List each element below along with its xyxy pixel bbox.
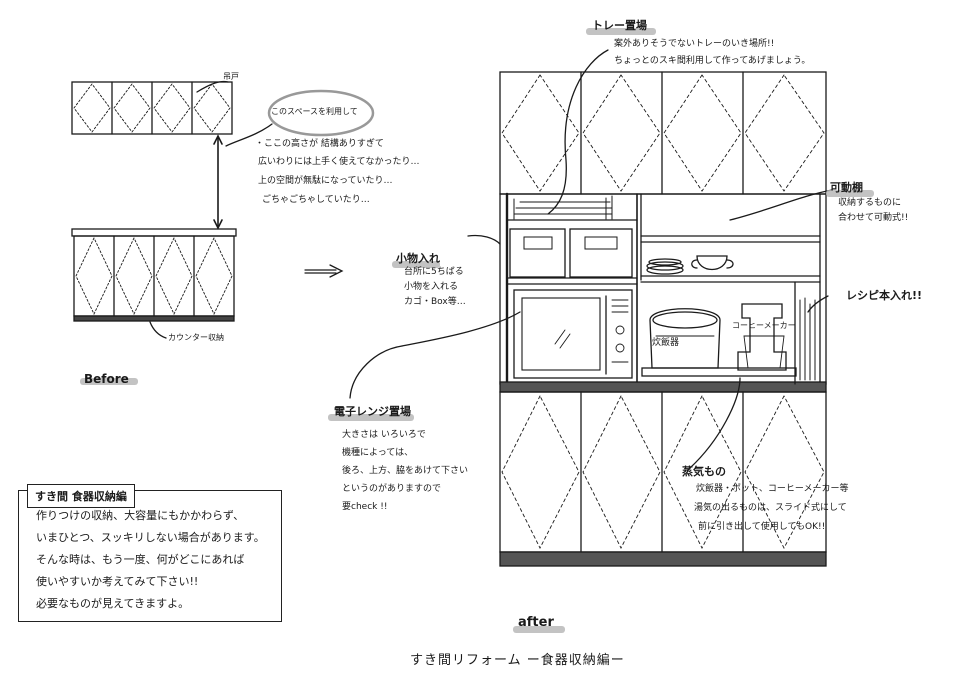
shelf-line-2: 合わせて可動式!! bbox=[838, 213, 909, 223]
smalls-line-3: カゴ・Box等… bbox=[404, 297, 466, 307]
before-label: Before bbox=[84, 372, 129, 386]
steam-title: 蒸気もの bbox=[682, 465, 726, 478]
after-cabinet bbox=[499, 71, 827, 567]
smalls-line-2: 小物を入れる bbox=[404, 282, 459, 292]
before-bubble: このスペースを利用して bbox=[271, 107, 358, 116]
smalls-line-1: 台所に5ちばる bbox=[404, 267, 464, 277]
memo-line-3: そんな時は、もう一度、何がどこにあれば bbox=[36, 553, 245, 566]
memo-line-2: いまひとつ、スッキリしない場合があります。 bbox=[36, 531, 265, 544]
microwave-line-4: というのがありますので bbox=[342, 484, 442, 494]
memo-box bbox=[18, 490, 282, 622]
memo-title: すき間 食器収納編 bbox=[27, 484, 135, 508]
before-upper-cabinet bbox=[71, 81, 233, 135]
tray-title: トレー置場 bbox=[592, 19, 647, 32]
memo-line-5: 必要なものが見えてきますよ。 bbox=[36, 597, 190, 610]
steam-line-3: 前に引き出して使用してもOK!! bbox=[698, 522, 826, 532]
microwave-line-5: 要check !! bbox=[342, 502, 388, 512]
before-upper-tag: 吊戸 bbox=[223, 72, 239, 81]
microwave-line-2: 機種によっては、 bbox=[342, 448, 414, 458]
steam-line-1: 炊飯器・ポット、コーヒーメーカー等 bbox=[696, 484, 849, 494]
footer-title: すき間リフォーム ー食器収納編ー bbox=[410, 653, 625, 668]
microwave-title: 電子レンジ置場 bbox=[334, 405, 411, 418]
before-lower-tag: カウンター収納 bbox=[168, 333, 224, 342]
before-note-1: ・ここの高さが 結構ありすぎて bbox=[255, 139, 384, 149]
rice-cooker-label: 炊飯器 bbox=[652, 338, 680, 348]
before-note-4: ごちゃごちゃしていたり… bbox=[262, 195, 370, 205]
steam-line-2: 湯気の出るものは、スライド式にして bbox=[694, 503, 847, 513]
memo-line-4: 使いやすいか考えてみて下さい!! bbox=[36, 575, 199, 588]
memo-line-1: 作りつけの収納、大容量にもかかわらず、 bbox=[36, 509, 245, 522]
after-label: after bbox=[518, 615, 554, 630]
shelf-line-1: 収納するものに bbox=[838, 198, 902, 208]
before-note-2: 広いわりには上手く使えてなかったり… bbox=[258, 157, 420, 167]
smalls-title: 小物入れ bbox=[396, 252, 440, 265]
before-note-3: 上の空間が無駄になっていたり… bbox=[258, 176, 393, 186]
coffee-maker-label: コーヒーメーカー bbox=[732, 321, 796, 330]
recipe-title: レシピ本入れ!! bbox=[846, 289, 923, 302]
microwave-line-3: 後ろ、上方、脇をあけて下さい bbox=[342, 466, 469, 476]
shelf-title: 可動棚 bbox=[830, 181, 863, 194]
microwave-line-1: 大きさは いろいろで bbox=[342, 430, 426, 440]
tray-line-2: ちょっとのスキ間利用して作ってあげましょう。 bbox=[614, 56, 811, 66]
before-lower-cabinet bbox=[71, 228, 237, 322]
tray-line-1: 案外ありそうでないトレーのいき場所!! bbox=[614, 39, 775, 49]
